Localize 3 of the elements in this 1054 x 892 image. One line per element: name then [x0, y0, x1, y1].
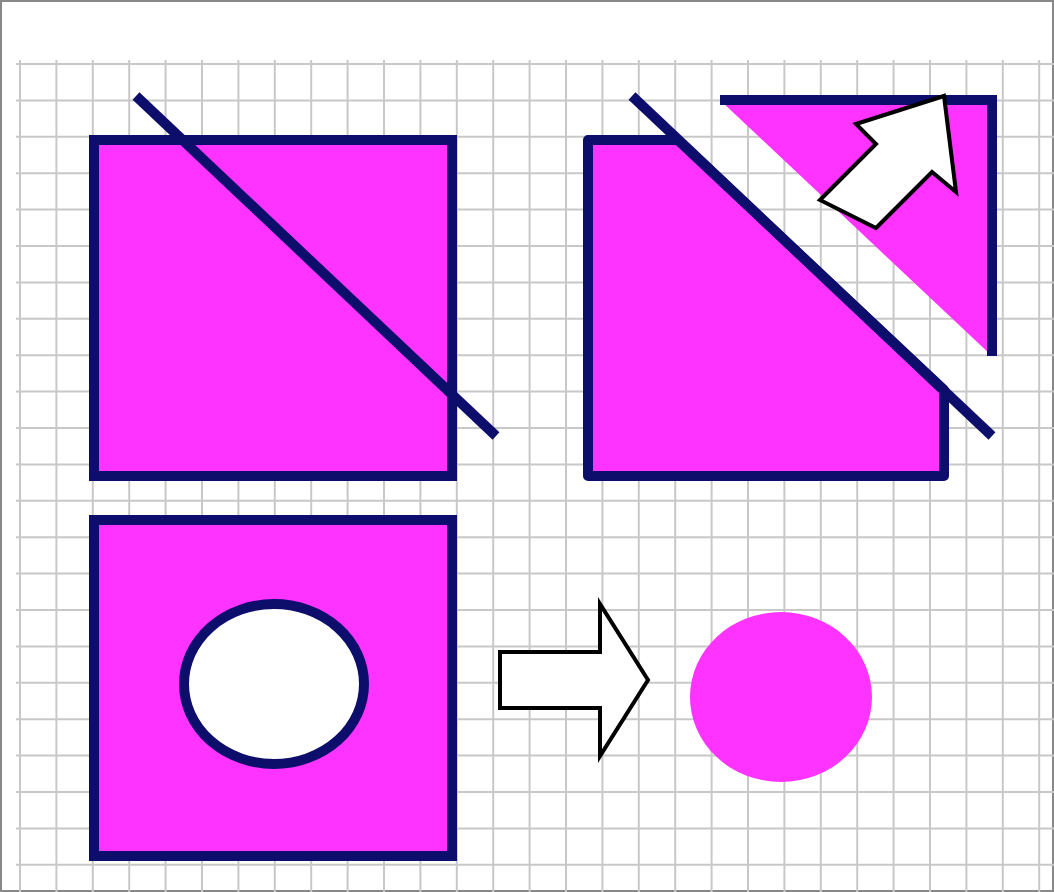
circle [690, 612, 872, 782]
square-with-hole [88, 514, 458, 862]
block-arrow [498, 597, 651, 763]
